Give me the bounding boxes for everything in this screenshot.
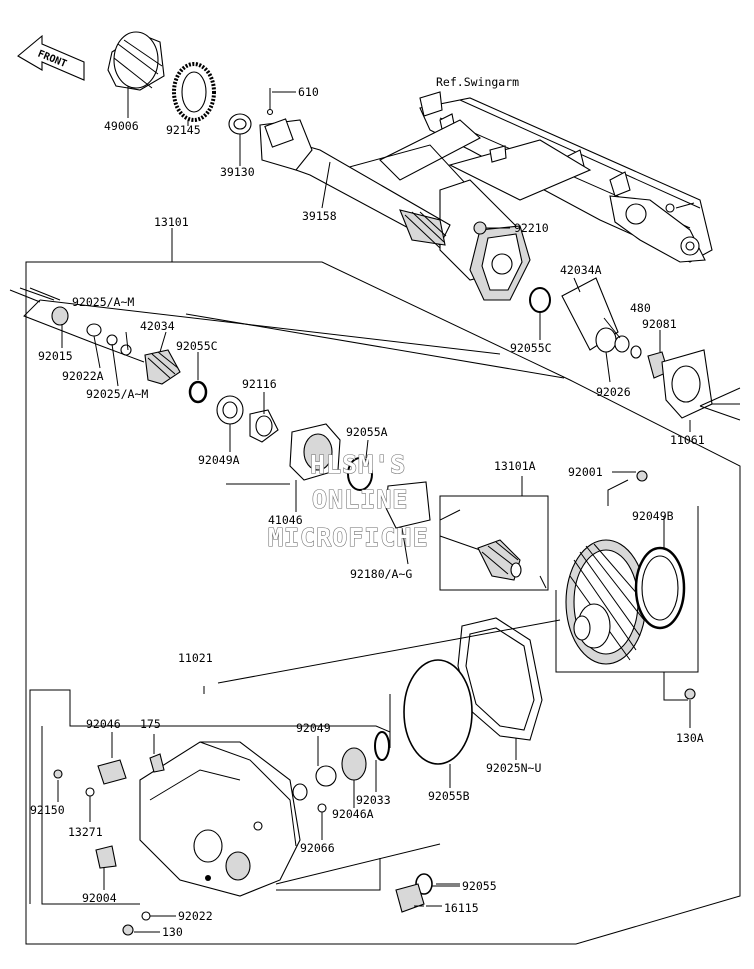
label-92015: 92015	[38, 349, 73, 363]
part-49006-drawing	[107, 31, 165, 91]
label-92150: 92150	[30, 803, 65, 817]
label-480: 480	[630, 301, 651, 315]
label-92049b: 92049B	[632, 509, 674, 523]
label-92055c-left: 92055C	[176, 339, 218, 353]
part-13101a-drawing	[439, 535, 522, 581]
label-130a: 130A	[676, 731, 704, 745]
watermark-line1: HLSM'S	[310, 450, 406, 479]
label-92049: 92049	[296, 721, 331, 735]
bearings-drawing	[292, 731, 390, 813]
part-labels: Ref.Swingarm 49006 92145 39130 610 39158…	[30, 75, 705, 939]
label-92025-a-m-top: 92025/A~M	[72, 295, 134, 309]
label-39158: 39158	[302, 209, 337, 223]
part-92210-drawing	[473, 221, 487, 235]
label-92004: 92004	[82, 891, 117, 905]
label-49006: 49006	[104, 119, 139, 133]
label-92055c-right: 92055C	[510, 341, 552, 355]
housing-drawing	[53, 470, 696, 936]
label-dash-marks	[150, 883, 460, 933]
label-92055a: 92055A	[346, 425, 388, 439]
label-13101: 13101	[154, 215, 189, 229]
label-130: 130	[162, 925, 183, 939]
label-92022a: 92022A	[62, 369, 104, 383]
label-92025n-u: 92025N~U	[486, 761, 541, 775]
label-175: 175	[140, 717, 161, 731]
label-92210: 92210	[514, 221, 549, 235]
label-92025-a-m-bottom: 92025/A~M	[86, 387, 148, 401]
label-92046a: 92046A	[332, 807, 374, 821]
label-92116: 92116	[242, 377, 277, 391]
label-92046-top: 92046	[86, 717, 121, 731]
label-92001: 92001	[568, 465, 603, 479]
label-42034: 42034	[140, 319, 175, 333]
pinion-group-drawing	[51, 306, 431, 529]
label-41046: 41046	[268, 513, 303, 527]
label-92049a: 92049A	[198, 453, 240, 467]
label-92022: 92022	[178, 909, 213, 923]
label-92081: 92081	[642, 317, 677, 331]
drive-shaft-drawing	[259, 88, 451, 249]
label-13271: 13271	[68, 825, 103, 839]
watermark-line3: MICROFICHE	[268, 523, 429, 552]
ring-gear-drawing	[565, 539, 686, 665]
part-92145-drawing	[172, 62, 216, 122]
label-92026: 92026	[596, 385, 631, 399]
label-92055: 92055	[462, 879, 497, 893]
label-39130: 39130	[220, 165, 255, 179]
label-11061: 11061	[670, 433, 705, 447]
watermark: HLSM'S ONLINE MICROFICHE	[267, 449, 429, 552]
label-16115: 16115	[444, 901, 479, 915]
label-92033: 92033	[356, 793, 391, 807]
label-92180: 92180/A~G	[350, 567, 412, 581]
label-13101a: 13101A	[494, 459, 536, 473]
ref-swingarm-label: Ref.Swingarm	[436, 75, 519, 89]
label-92055b: 92055B	[428, 789, 470, 803]
tube-group-drawing	[529, 277, 713, 419]
bracket-lines	[9, 261, 741, 945]
label-610: 610	[298, 85, 319, 99]
label-92066: 92066	[300, 841, 335, 855]
label-92145: 92145	[166, 123, 201, 137]
label-11021: 11021	[178, 651, 213, 665]
label-42034a: 42034A	[560, 263, 602, 277]
watermark-line2: ONLINE	[312, 485, 408, 514]
gasket-drawing	[403, 617, 543, 765]
part-39130-drawing	[228, 113, 252, 135]
front-arrow-icon: FRONT	[17, 34, 85, 81]
